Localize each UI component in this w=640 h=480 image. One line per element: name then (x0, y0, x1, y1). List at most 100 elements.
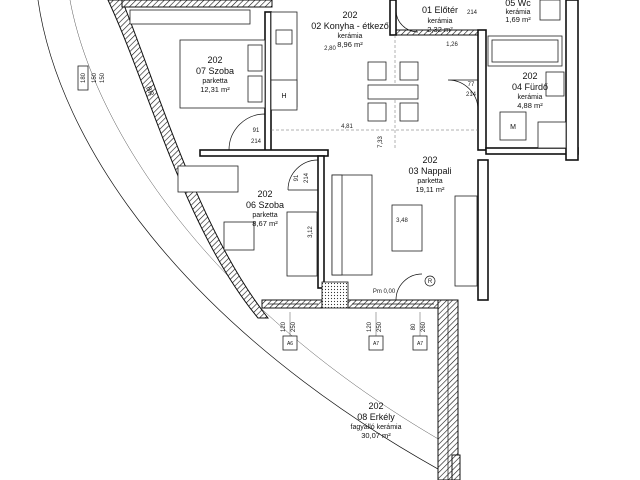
sill-dim-2a: 120 (367, 321, 373, 332)
balcony-inner-line (69, 0, 441, 441)
svg-text:1,69 m²: 1,69 m² (505, 15, 531, 24)
dim-126: 1,26 (446, 42, 458, 48)
shower-tray (537, 121, 567, 149)
wall-kitchen-south (199, 149, 329, 157)
svg-text:05 Wc: 05 Wc (505, 0, 531, 8)
wall-room07-east (264, 11, 272, 153)
svg-text:2,32 m²: 2,32 m² (427, 25, 453, 34)
sill-dim-2b: 250 (377, 321, 383, 332)
chair-3 (367, 102, 387, 122)
fridge-label: H (281, 93, 286, 100)
door-dim-room07-h: 214 (251, 139, 262, 145)
wall-top-right (565, 0, 579, 161)
door-dim-entry-h: 214 (467, 10, 478, 16)
room-02-label: 202 02 Konyha - étkező kerámia 8,96 m² (311, 10, 389, 49)
door-dim-bath-h: 214 (466, 92, 477, 98)
svg-text:03 Nappali: 03 Nappali (408, 166, 451, 176)
desk-room06 (177, 165, 239, 193)
dining-table (367, 84, 419, 100)
pillow-1 (247, 44, 263, 72)
wall-right-lower (477, 159, 489, 301)
balcony-end (451, 454, 461, 480)
bathtub-inner (491, 39, 559, 63)
window-tag-a6-box (282, 335, 298, 351)
pillow-2 (247, 75, 263, 103)
svg-text:202: 202 (368, 401, 383, 411)
coffee-table (391, 204, 423, 252)
svg-text:202: 202 (257, 189, 272, 199)
room-08-label: 202 08 Erkély fagyálló kerámia 30,07 m² (351, 401, 402, 440)
bed-room06 (286, 211, 318, 277)
window-tag-a7a: A7 (373, 341, 379, 347)
svg-text:8,96 m²: 8,96 m² (337, 40, 363, 49)
r-marker: R (428, 279, 433, 285)
svg-text:202: 202 (342, 10, 357, 20)
door-swing-entry (395, 9, 419, 33)
svg-text:kerámia: kerámia (428, 18, 453, 25)
room-01-label: 01 Előtér kerámia 2,32 m² (422, 5, 458, 34)
toilet (539, 0, 561, 21)
wall-bath-west (477, 29, 487, 151)
door-dim-room07-w: 91 (253, 128, 260, 134)
svg-text:4,88 m²: 4,88 m² (517, 101, 543, 110)
svg-text:07 Szoba: 07 Szoba (196, 66, 234, 76)
svg-text:8,67 m²: 8,67 m² (252, 219, 278, 228)
svg-text:fagyálló kerámia: fagyálló kerámia (351, 424, 402, 431)
room-07-label: 202 07 Szoba parketta 12,31 m² (196, 55, 234, 94)
room-06-label: 202 06 Szoba parketta 8,67 m² (246, 189, 284, 228)
dim-348: 3,48 (396, 218, 408, 224)
sofa-back (331, 174, 343, 276)
dim-733: 7,33 (378, 136, 384, 148)
dim-312: 3,12 (308, 226, 314, 238)
bath-sink (545, 71, 565, 97)
svg-text:kerámia: kerámia (506, 9, 531, 16)
door-swing-bath (447, 79, 479, 111)
chair-2 (399, 61, 419, 81)
south-column (321, 281, 349, 309)
door-dim-bath-w: 77 (468, 82, 475, 88)
br-label: BR (144, 85, 154, 97)
svg-text:202: 202 (422, 155, 437, 165)
balcony-outline (37, 0, 459, 480)
svg-text:01 Előtér: 01 Előtér (422, 5, 458, 15)
sill-dim-3b: 260 (421, 321, 427, 332)
door-swing-room06 (287, 159, 319, 191)
room-03-label: 202 03 Nappali parketta 19,11 m² (408, 155, 451, 194)
svg-text:parketta: parketta (202, 78, 227, 85)
sink (275, 29, 293, 45)
svg-text:202: 202 (207, 55, 222, 65)
curved-exterior-wall (107, 0, 270, 319)
door-dim-room06-h: 214 (304, 172, 310, 183)
washing-machine-label: M (510, 124, 516, 131)
wall-wc (389, 0, 397, 36)
svg-text:kerámia: kerámia (518, 94, 543, 101)
window-tag-a7a-box (368, 335, 384, 351)
chair-1 (367, 61, 387, 81)
wall-bath-south (485, 147, 579, 155)
fridge (270, 79, 298, 111)
svg-text:19,11 m²: 19,11 m² (415, 185, 445, 194)
door-swing-room07 (228, 113, 266, 151)
wall-room06-east (317, 155, 325, 289)
sill-dim-1a: 120 (281, 321, 287, 332)
svg-text:180: 180 (81, 72, 87, 83)
room-04-label: 202 04 Fürdő kerámia 4,88 m² (512, 71, 548, 110)
svg-text:06 Szoba: 06 Szoba (246, 200, 284, 210)
svg-text:04 Fürdő: 04 Fürdő (512, 82, 548, 92)
chair-4 (399, 102, 419, 122)
svg-text:parketta: parketta (417, 178, 442, 185)
door-swing-balcony (395, 273, 423, 301)
wardrobe-room07 (129, 9, 251, 25)
window-tag-a6: A6 (287, 341, 293, 347)
window-tag-a7b-box (412, 335, 428, 351)
svg-text:30,07 m²: 30,07 m² (361, 431, 391, 440)
top-wall (121, 0, 273, 8)
svg-text:150: 150 (92, 72, 98, 83)
r-marker-circle (424, 275, 436, 287)
room-05-label: 05 Wc kerámia 1,69 m² (505, 0, 531, 24)
washing-machine (499, 111, 527, 141)
svg-text:02 Konyha - étkező: 02 Konyha - étkező (311, 21, 389, 31)
sill-dim-1b: 250 (291, 321, 297, 332)
level-marker: Pm 0,00 (373, 289, 396, 295)
sill-dim-3a: 80 (411, 323, 417, 330)
